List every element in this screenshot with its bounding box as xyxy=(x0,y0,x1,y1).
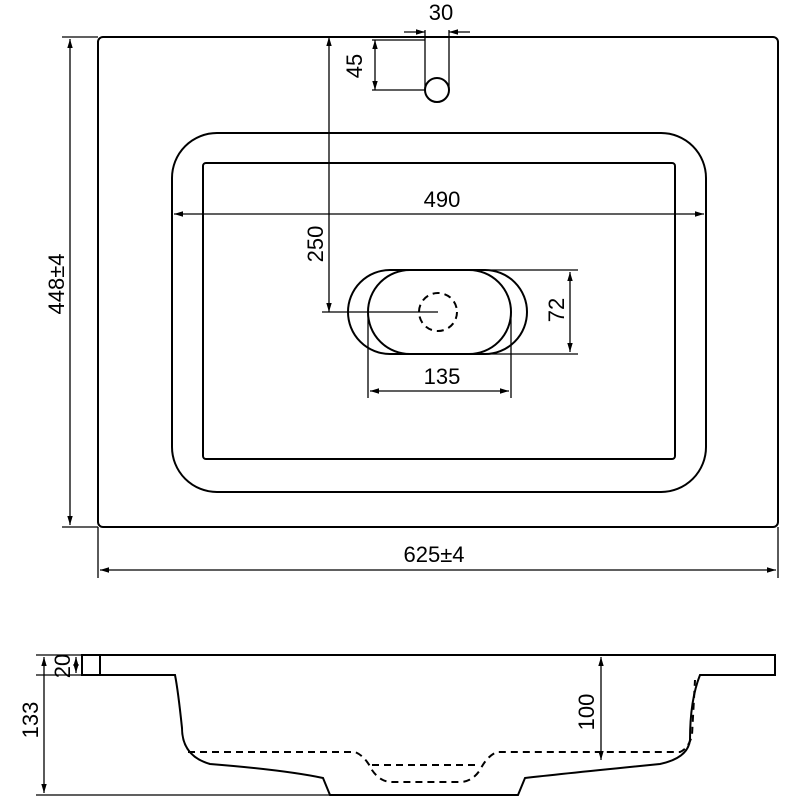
dim-overall-height: 133 xyxy=(18,702,43,739)
basin-outline xyxy=(97,36,779,528)
top-view xyxy=(97,30,779,528)
side-view xyxy=(81,654,776,796)
side-profile xyxy=(81,654,776,796)
drain-hole xyxy=(418,292,458,332)
dim-drain-slot-width: 135 xyxy=(424,364,461,389)
dim-overall-depth: 448±4 xyxy=(44,253,69,314)
dim-drain-offset: 250 xyxy=(303,226,328,263)
dim-faucet-hole-offset: 45 xyxy=(342,54,367,78)
dim-faucet-hole-diameter: 30 xyxy=(429,0,453,25)
dim-overall-width: 625±4 xyxy=(403,542,464,567)
faucet-hole xyxy=(424,77,450,103)
dimension-labels: 30 45 490 250 448±4 72 135 625±4 20 133 … xyxy=(18,0,599,738)
dim-bowl-inner-width: 490 xyxy=(424,187,461,212)
bowl-outer-rim xyxy=(171,132,707,493)
hidden-bowl-line xyxy=(188,679,696,783)
dim-bowl-depth: 100 xyxy=(574,694,599,731)
bowl-inner-edge xyxy=(202,162,676,460)
dim-rim-thickness: 20 xyxy=(50,654,75,678)
dim-drain-slot-height: 72 xyxy=(544,298,569,322)
dimension-lines xyxy=(36,29,779,796)
